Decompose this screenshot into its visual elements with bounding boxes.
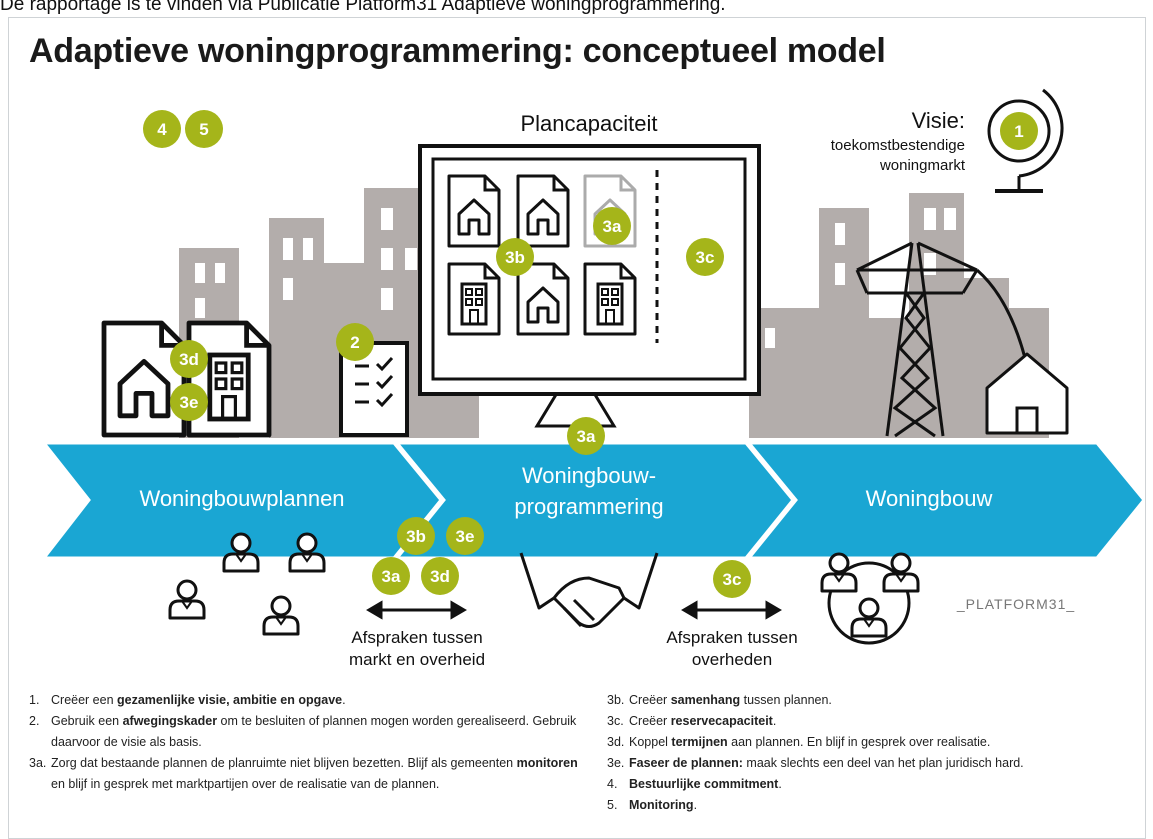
legend-item: 3d. Koppel termijnen aan plannen. En blij…	[607, 732, 1142, 753]
legend-item: 2. Gebruik een afwegingskader om te beslu…	[29, 711, 584, 753]
afspraken-markt-2: markt en overheid	[349, 650, 485, 669]
page-title: Adaptieve woningprogrammering: conceptue…	[29, 32, 886, 70]
legend-item: 4. Bestuurlijke commitment.	[607, 774, 1142, 795]
legend-item-text: Creëer een gezamenlijke visie, ambitie e…	[51, 690, 346, 711]
afspraken-overheden-1: Afspraken tussen	[666, 628, 797, 647]
legend-item-bold: termijnen	[671, 735, 728, 749]
legend-item-pre: Zorg dat bestaande plannen de planruimte…	[51, 756, 517, 770]
badge-3c-bottom: 3c	[723, 570, 742, 589]
legend-item-number: 1.	[29, 693, 40, 707]
infographic: Adaptieve woningprogrammering: conceptue…	[8, 17, 1146, 839]
legend-item-number: 3c.	[607, 714, 624, 728]
badges: 4 5 1 2 3a 3b 3c 3d 3e 3a 3b 3e 3a 3d 3c	[143, 110, 1038, 598]
legend-right: 3b. Creëer samenhang tussen plannen. 3c. Cr…	[607, 690, 1142, 816]
badge-3d-left: 3d	[179, 350, 199, 369]
handshake-icon	[519, 552, 659, 628]
legend-item-bold: Faseer de plannen:	[629, 756, 743, 770]
visie-line-2: toekomstbestendige	[831, 137, 965, 154]
arrow-label-programmering-2: programmering	[514, 494, 663, 519]
badge-2: 2	[350, 333, 359, 352]
legend-item-bold: monitoren	[516, 756, 578, 770]
visie-line-3: woningmarkt	[879, 157, 966, 174]
legend-item-post: maak slechts een deel van het plan jurid…	[742, 756, 1024, 770]
plancapaciteit-label: Plancapaciteit	[521, 111, 658, 136]
legend-item-text: Bestuurlijke commitment.	[629, 774, 782, 795]
legend-item-number: 5.	[607, 798, 618, 812]
legend-item-text: Creëer reservecapaciteit.	[629, 711, 776, 732]
diagram-canvas: Woningbouwplannen Woningbouw- programmer…	[40, 88, 1145, 669]
legend-item: 3c. Creëer reservecapaciteit.	[607, 711, 1142, 732]
badge-3d-bottom: 3d	[430, 567, 450, 586]
badge-5: 5	[199, 120, 208, 139]
legend-item-pre: Koppel	[629, 735, 672, 749]
process-arrows	[40, 441, 1145, 560]
legend-item-post: .	[342, 693, 346, 707]
legend-item-text: Zorg dat bestaande plannen de planruimte…	[51, 753, 584, 795]
legend-item-bold: samenhang	[670, 693, 741, 707]
double-arrow-government	[681, 600, 782, 620]
visie-line-1: Visie:	[912, 108, 965, 133]
badge-3b-bottom: 3b	[406, 527, 426, 546]
legend-item: 3e. Faseer de plannen: maak slechts een d…	[607, 753, 1142, 774]
legend-item-post: .	[778, 777, 782, 791]
badge-3a-stand: 3a	[577, 427, 596, 446]
house-icon	[985, 352, 1069, 435]
legend-item-pre: Gebruik een	[51, 714, 123, 728]
legend-item: 3b. Creëer samenhang tussen plannen.	[607, 690, 1142, 711]
legend-item-pre: Creëer	[629, 693, 671, 707]
double-arrow-market	[366, 600, 467, 620]
legend-item-number: 3e.	[607, 756, 625, 770]
badge-3a-monitor: 3a	[603, 217, 622, 236]
legend-item-number: 3a.	[29, 756, 47, 770]
arrow-label-woningbouwplannen: Woningbouwplannen	[139, 486, 344, 511]
badge-3e-left: 3e	[180, 393, 199, 412]
legend-item-bold: afwegingskader	[122, 714, 218, 728]
badge-1: 1	[1014, 122, 1023, 141]
legend-item-number: 4.	[607, 777, 618, 791]
legend-item-pre: Creëer een	[51, 693, 118, 707]
badge-3b-monitor: 3b	[505, 248, 525, 267]
legend-left: 1. Creëer een gezamenlijke visie, ambitie…	[29, 690, 584, 795]
afspraken-overheden-2: overheden	[692, 650, 772, 669]
legend-item-bold: gezamenlijke visie, ambitie en opgave	[117, 693, 343, 707]
legend-item-post: om te besluiten of plannen mogen worden …	[51, 714, 577, 749]
platform31-logo: _PLATFORM31_	[956, 596, 1075, 612]
legend-item-number: 2.	[29, 714, 40, 728]
top-caption: De rapportage is te vinden via Publicati…	[0, 0, 726, 15]
skyline-windows	[195, 208, 956, 348]
arrow-label-programmering-1: Woningbouw-	[522, 463, 656, 488]
legend-item-post: aan plannen. En blijf in gesprek over re…	[727, 735, 991, 749]
badge-3c-monitor: 3c	[696, 248, 715, 267]
power-pylon-icon	[855, 241, 1027, 438]
arrow-label-woningbouw: Woningbouw	[866, 486, 993, 511]
legend-item-text: Creëer samenhang tussen plannen.	[629, 690, 832, 711]
legend-item-number: 3d.	[607, 735, 625, 749]
afspraken-markt-1: Afspraken tussen	[351, 628, 482, 647]
legend-item: 1. Creëer een gezamenlijke visie, ambitie…	[29, 690, 584, 711]
legend-item-post: tussen plannen.	[740, 693, 832, 707]
legend-item-bold: reservecapaciteit	[670, 714, 773, 728]
legend-item-bold: Monitoring	[629, 798, 694, 812]
legend-item-bold: Bestuurlijke commitment	[629, 777, 779, 791]
legend-item-post: .	[772, 714, 777, 728]
checklist-icon	[339, 341, 409, 437]
legend-item-pre: Creëer	[629, 714, 671, 728]
legend-item-text: Faseer de plannen: maak slechts een deel…	[629, 753, 1024, 774]
legend-item: 5. Monitoring.	[607, 795, 1142, 816]
legend-item-post: en blijf in gesprek met marktpartijen ov…	[51, 777, 440, 791]
legend-item-post: .	[693, 798, 698, 812]
legend-item-text: Gebruik een afwegingskader om te besluit…	[51, 711, 584, 753]
legend-item: 3a. Zorg dat bestaande plannen de planrui…	[29, 753, 584, 795]
people-group-government	[820, 552, 920, 645]
legend-item-number: 3b.	[607, 693, 625, 707]
badge-3e-bottom: 3e	[456, 527, 475, 546]
legend-item-text: Koppel termijnen aan plannen. En blijf i…	[629, 732, 990, 753]
badge-4: 4	[157, 120, 167, 139]
legend-item-text: Monitoring.	[629, 795, 697, 816]
badge-3a-bottom: 3a	[382, 567, 401, 586]
